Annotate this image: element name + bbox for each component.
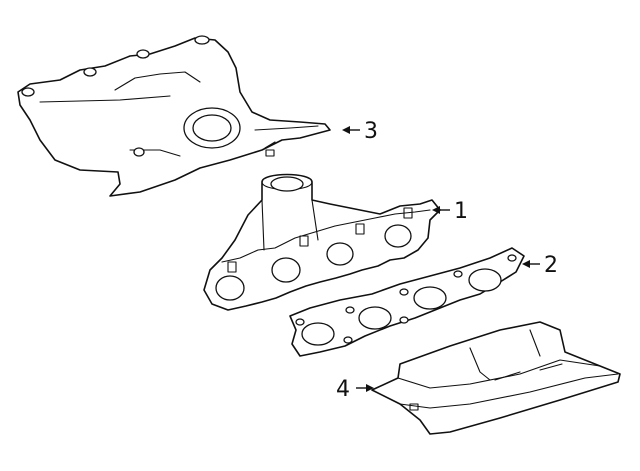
part-4-lower-heat-shield (371, 321, 621, 435)
callout-leader-3 (342, 126, 360, 134)
part-2-gasket (289, 247, 525, 357)
callout-leader-4 (356, 384, 374, 392)
part-1-exhaust-manifold (203, 173, 441, 311)
callout-label-1: 1 (454, 199, 468, 224)
callout-label-4: 4 (336, 377, 350, 402)
callout-leader-1 (432, 206, 450, 214)
callout-leader-2 (522, 260, 540, 268)
callout-label-3: 3 (364, 119, 378, 144)
part-3-upper-heat-shield (17, 35, 331, 197)
callout-label-2: 2 (544, 253, 558, 278)
